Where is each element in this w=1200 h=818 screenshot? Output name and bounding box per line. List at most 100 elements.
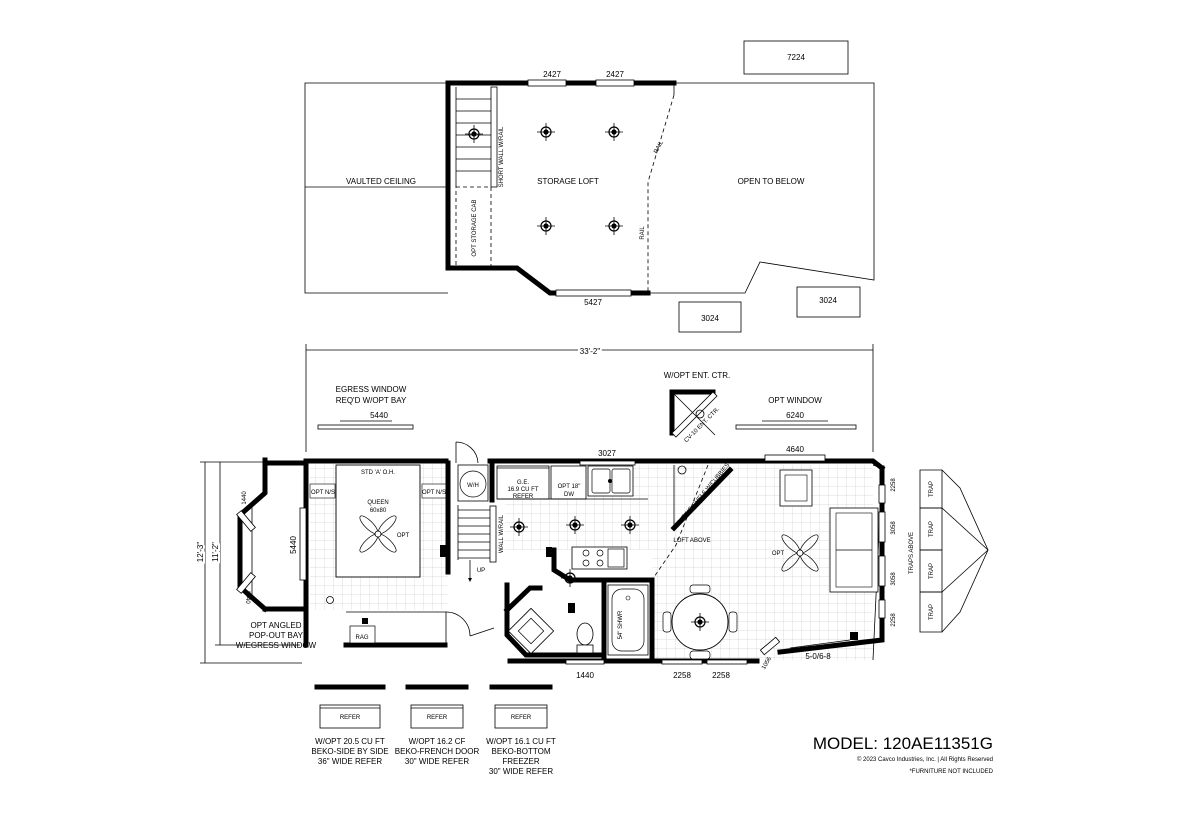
callout-label: OPT WINDOW [768, 396, 822, 405]
refer-option-2: REFER W/OPT 16.2 CF BEKO-FRENCH DOOR 30"… [395, 684, 480, 766]
loft-window [555, 289, 632, 297]
option-label: 36" WIDE REFER [318, 757, 382, 766]
title-block: MODEL: 120AE11351G © 2023 Cavco Industri… [813, 734, 994, 775]
furniture-note: *FURNITURE NOT INCLUDED [909, 769, 993, 775]
ent-ctr-callout: CV-10 ENT. CTR. [669, 389, 722, 444]
trap-label: TRAP [929, 604, 935, 620]
copyright: © 2023 Cavco Industries, Inc. | All Righ… [857, 756, 993, 763]
rag-closet [349, 625, 376, 644]
refer-label: G.E. [517, 480, 529, 486]
bay-label: OPT ANGLED [251, 621, 302, 630]
kitchen [489, 460, 653, 583]
dim-label: 1440 [242, 491, 248, 505]
light-icon [604, 122, 624, 142]
option-label: W/OPT 16.2 CF [409, 737, 466, 746]
loft-roof-outline-right [648, 82, 875, 294]
bay-label: POP-OUT BAY [249, 631, 304, 640]
toilet [576, 622, 594, 646]
wh-label: W/H [467, 483, 479, 489]
option-label: BEKO-BOTTOM [492, 747, 551, 756]
loft-stairs [455, 87, 491, 187]
fan-label: OPT [772, 551, 785, 557]
ceiling-fan-icon [359, 515, 397, 553]
bedroom [309, 464, 448, 645]
opt-storage-cab-outline [455, 186, 492, 269]
loft-window-box [743, 40, 849, 75]
note-label: WALL W/RAIL [499, 514, 505, 553]
loft-plan: 2427 2427 7224 VAULTED CEILING SHORT WAL… [304, 40, 875, 333]
dishwasher [550, 465, 587, 500]
dim-label: 5440 [370, 411, 388, 420]
option-label: W/OPT 20.5 CU FT [315, 737, 385, 746]
dim-label: 2258 [712, 671, 730, 680]
option-label: 30" WIDE REFER [489, 767, 553, 776]
note-label: OPT STORAGE CAB [472, 199, 478, 256]
loft-rail [647, 94, 675, 293]
room-label: OPEN TO BELOW [738, 177, 805, 186]
nightstand-label: OPT N/S [422, 490, 446, 496]
dim-label: 1440 [576, 671, 594, 680]
dim-label: 5-0/6-8 [805, 652, 831, 661]
loft-wall [445, 80, 677, 296]
light-icon [536, 216, 556, 236]
trap-label: TRAP [929, 521, 935, 537]
light-icon [536, 122, 556, 142]
dw-label: DW [564, 492, 574, 498]
trap-windows [919, 469, 989, 633]
room-label: STORAGE LOFT [537, 177, 599, 186]
dim-label: 12'-3" [196, 542, 205, 563]
stair-up-label: UP [477, 568, 485, 574]
note-label: LOFT ABOVE [673, 538, 710, 544]
bathroom [503, 568, 655, 665]
option-label: BEKO-FRENCH DOOR [395, 747, 480, 756]
dim-label: 2258 [673, 671, 691, 680]
main-stairs [457, 505, 490, 582]
water-heater [459, 470, 487, 498]
shower-label: 54" SHWR [618, 610, 624, 639]
bed-label: QUEEN [367, 500, 388, 506]
note-label: STD 'A' O.H. [361, 470, 395, 476]
traps-label: TRAPS ABOVE [909, 532, 915, 574]
dim-label: 3058 [891, 572, 897, 586]
rag-label: RAG [355, 635, 368, 641]
option-label: BEKO-SIDE BY SIDE [311, 747, 388, 756]
refer-option-3: REFER W/OPT 16.1 CU FT BEKO-BOTTOM FREEZ… [486, 684, 556, 776]
bath-sink [507, 607, 555, 655]
option-label: 30" WIDE REFER [405, 757, 469, 766]
dim-label: 2258 [891, 613, 897, 627]
refer-box-label: REFER [511, 715, 532, 721]
callout-label: EGRESS WINDOW [336, 385, 407, 394]
ceiling-fan-icon [781, 534, 819, 572]
refrigerator [496, 465, 550, 500]
living [764, 454, 886, 619]
callout-label: W/OPT ENT. CTR. [664, 371, 731, 380]
callout-label: REQ'D W/OPT BAY [336, 396, 407, 405]
dim-label: 4640 [786, 445, 804, 454]
note-label: SHORT WALL W/RAIL [499, 126, 505, 187]
door-swing [455, 441, 479, 464]
angled-bay [236, 457, 309, 613]
loft-roof-outline [304, 82, 448, 294]
overall-dimension: 33'-2" [580, 347, 601, 356]
dim-label: 2258 [891, 478, 897, 492]
refer-label: 16.9 CU FT [507, 487, 538, 493]
option-label: FREEZER [502, 757, 540, 766]
dim-label: 11'-2" [211, 542, 220, 562]
note-label: CV-10 ENT. CTR. [684, 406, 722, 444]
smoke-detector-icon [677, 465, 687, 475]
dw-label: OPT 18" [558, 484, 581, 490]
kitchen-window [579, 460, 636, 466]
dim-label: 7224 [787, 53, 805, 62]
dim-label: 2427 [543, 70, 561, 79]
refer-box-label: REFER [340, 715, 361, 721]
light-icon [464, 124, 484, 144]
main-floor-plan: 33'-2" EGRESS WINDOW REQ'D W/OPT BAY 544… [194, 344, 989, 680]
loft-window-box [678, 301, 742, 333]
dim-label: 1440 [244, 590, 250, 604]
queen-bed [335, 464, 421, 578]
bedroom-side-window [299, 507, 307, 581]
dim-label: 3024 [701, 314, 719, 323]
dim-label: 3027 [598, 449, 616, 458]
dim-label: 2427 [606, 70, 624, 79]
